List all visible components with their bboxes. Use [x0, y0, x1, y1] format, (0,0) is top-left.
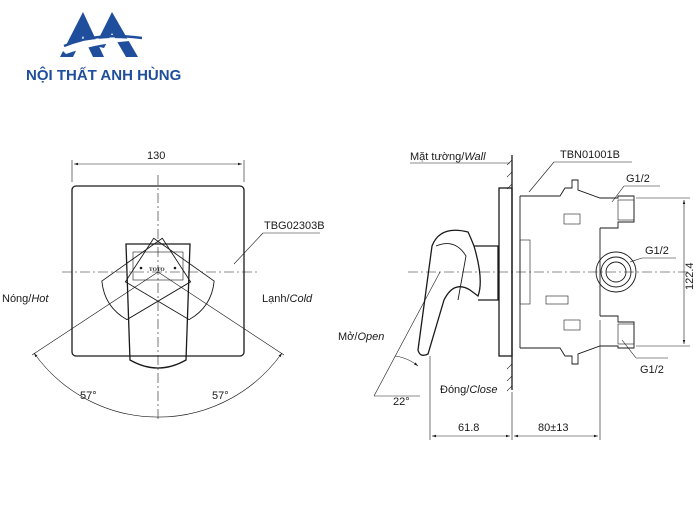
wall-label: Mặt tường/Wall [410, 151, 486, 163]
cold-label: Lạnh/Cold [262, 293, 313, 305]
angle-label: 22° [393, 396, 410, 408]
toto-badge: TOTO [149, 267, 165, 273]
handle-hot-position [124, 237, 215, 321]
wall-flange [498, 187, 513, 357]
handle-side-profile [417, 229, 499, 356]
handle-center-position: TOTO [125, 243, 191, 369]
side-view: Mặt tường/Wall [338, 149, 696, 440]
front-view: 130 TOTO TBG02303B Nóng/Hot Lạnh/Cold [2, 150, 325, 420]
port-bot-label: G1/2 [640, 364, 664, 376]
handle-cold-position [101, 237, 192, 321]
body-model-label: TBN01001B [560, 149, 620, 161]
depth-right-dimension: 80±13 [538, 422, 569, 434]
open-label: Mở/Open [338, 331, 384, 343]
front-model-label: TBG02303B [264, 220, 325, 232]
logo-mark-icon [60, 12, 143, 57]
height-dimension: 122.4 [684, 262, 696, 290]
port-mid-label: G1/2 [645, 245, 669, 257]
brand-logo: NỘI THẤT ANH HÙNG [26, 12, 181, 84]
brand-name: NỘI THẤT ANH HÙNG [26, 66, 181, 84]
side-port-icon [595, 251, 637, 293]
rotation-arc [33, 352, 283, 418]
angle-right-label: 57° [212, 390, 229, 402]
close-label: Đóng/Close [440, 384, 497, 396]
hot-label: Nóng/Hot [2, 293, 49, 305]
angle-left-label: 57° [80, 390, 97, 402]
width-dimension: 130 [147, 150, 165, 162]
depth-left-dimension: 61.8 [458, 422, 479, 434]
port-top-label: G1/2 [626, 173, 650, 185]
